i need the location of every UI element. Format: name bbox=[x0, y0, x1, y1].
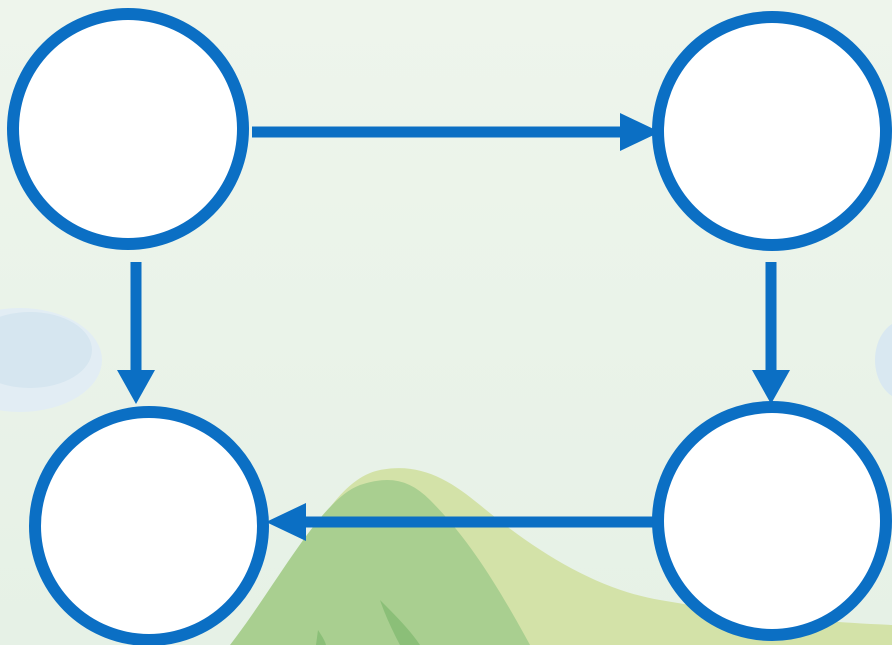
node-bottom-left bbox=[29, 406, 269, 645]
cloud-right bbox=[875, 323, 892, 397]
arrow-top-right-to-bottom-right bbox=[752, 262, 790, 404]
node-top-left bbox=[7, 8, 249, 250]
hills bbox=[230, 468, 892, 645]
arrow-top-left-to-bottom-left bbox=[117, 262, 155, 404]
arrow-bottom-right-to-bottom-left bbox=[266, 503, 662, 541]
cloud-left bbox=[0, 308, 102, 412]
node-bottom-right bbox=[652, 401, 892, 641]
arrow-top-left-to-top-right bbox=[252, 113, 660, 151]
node-top-right bbox=[652, 11, 892, 251]
